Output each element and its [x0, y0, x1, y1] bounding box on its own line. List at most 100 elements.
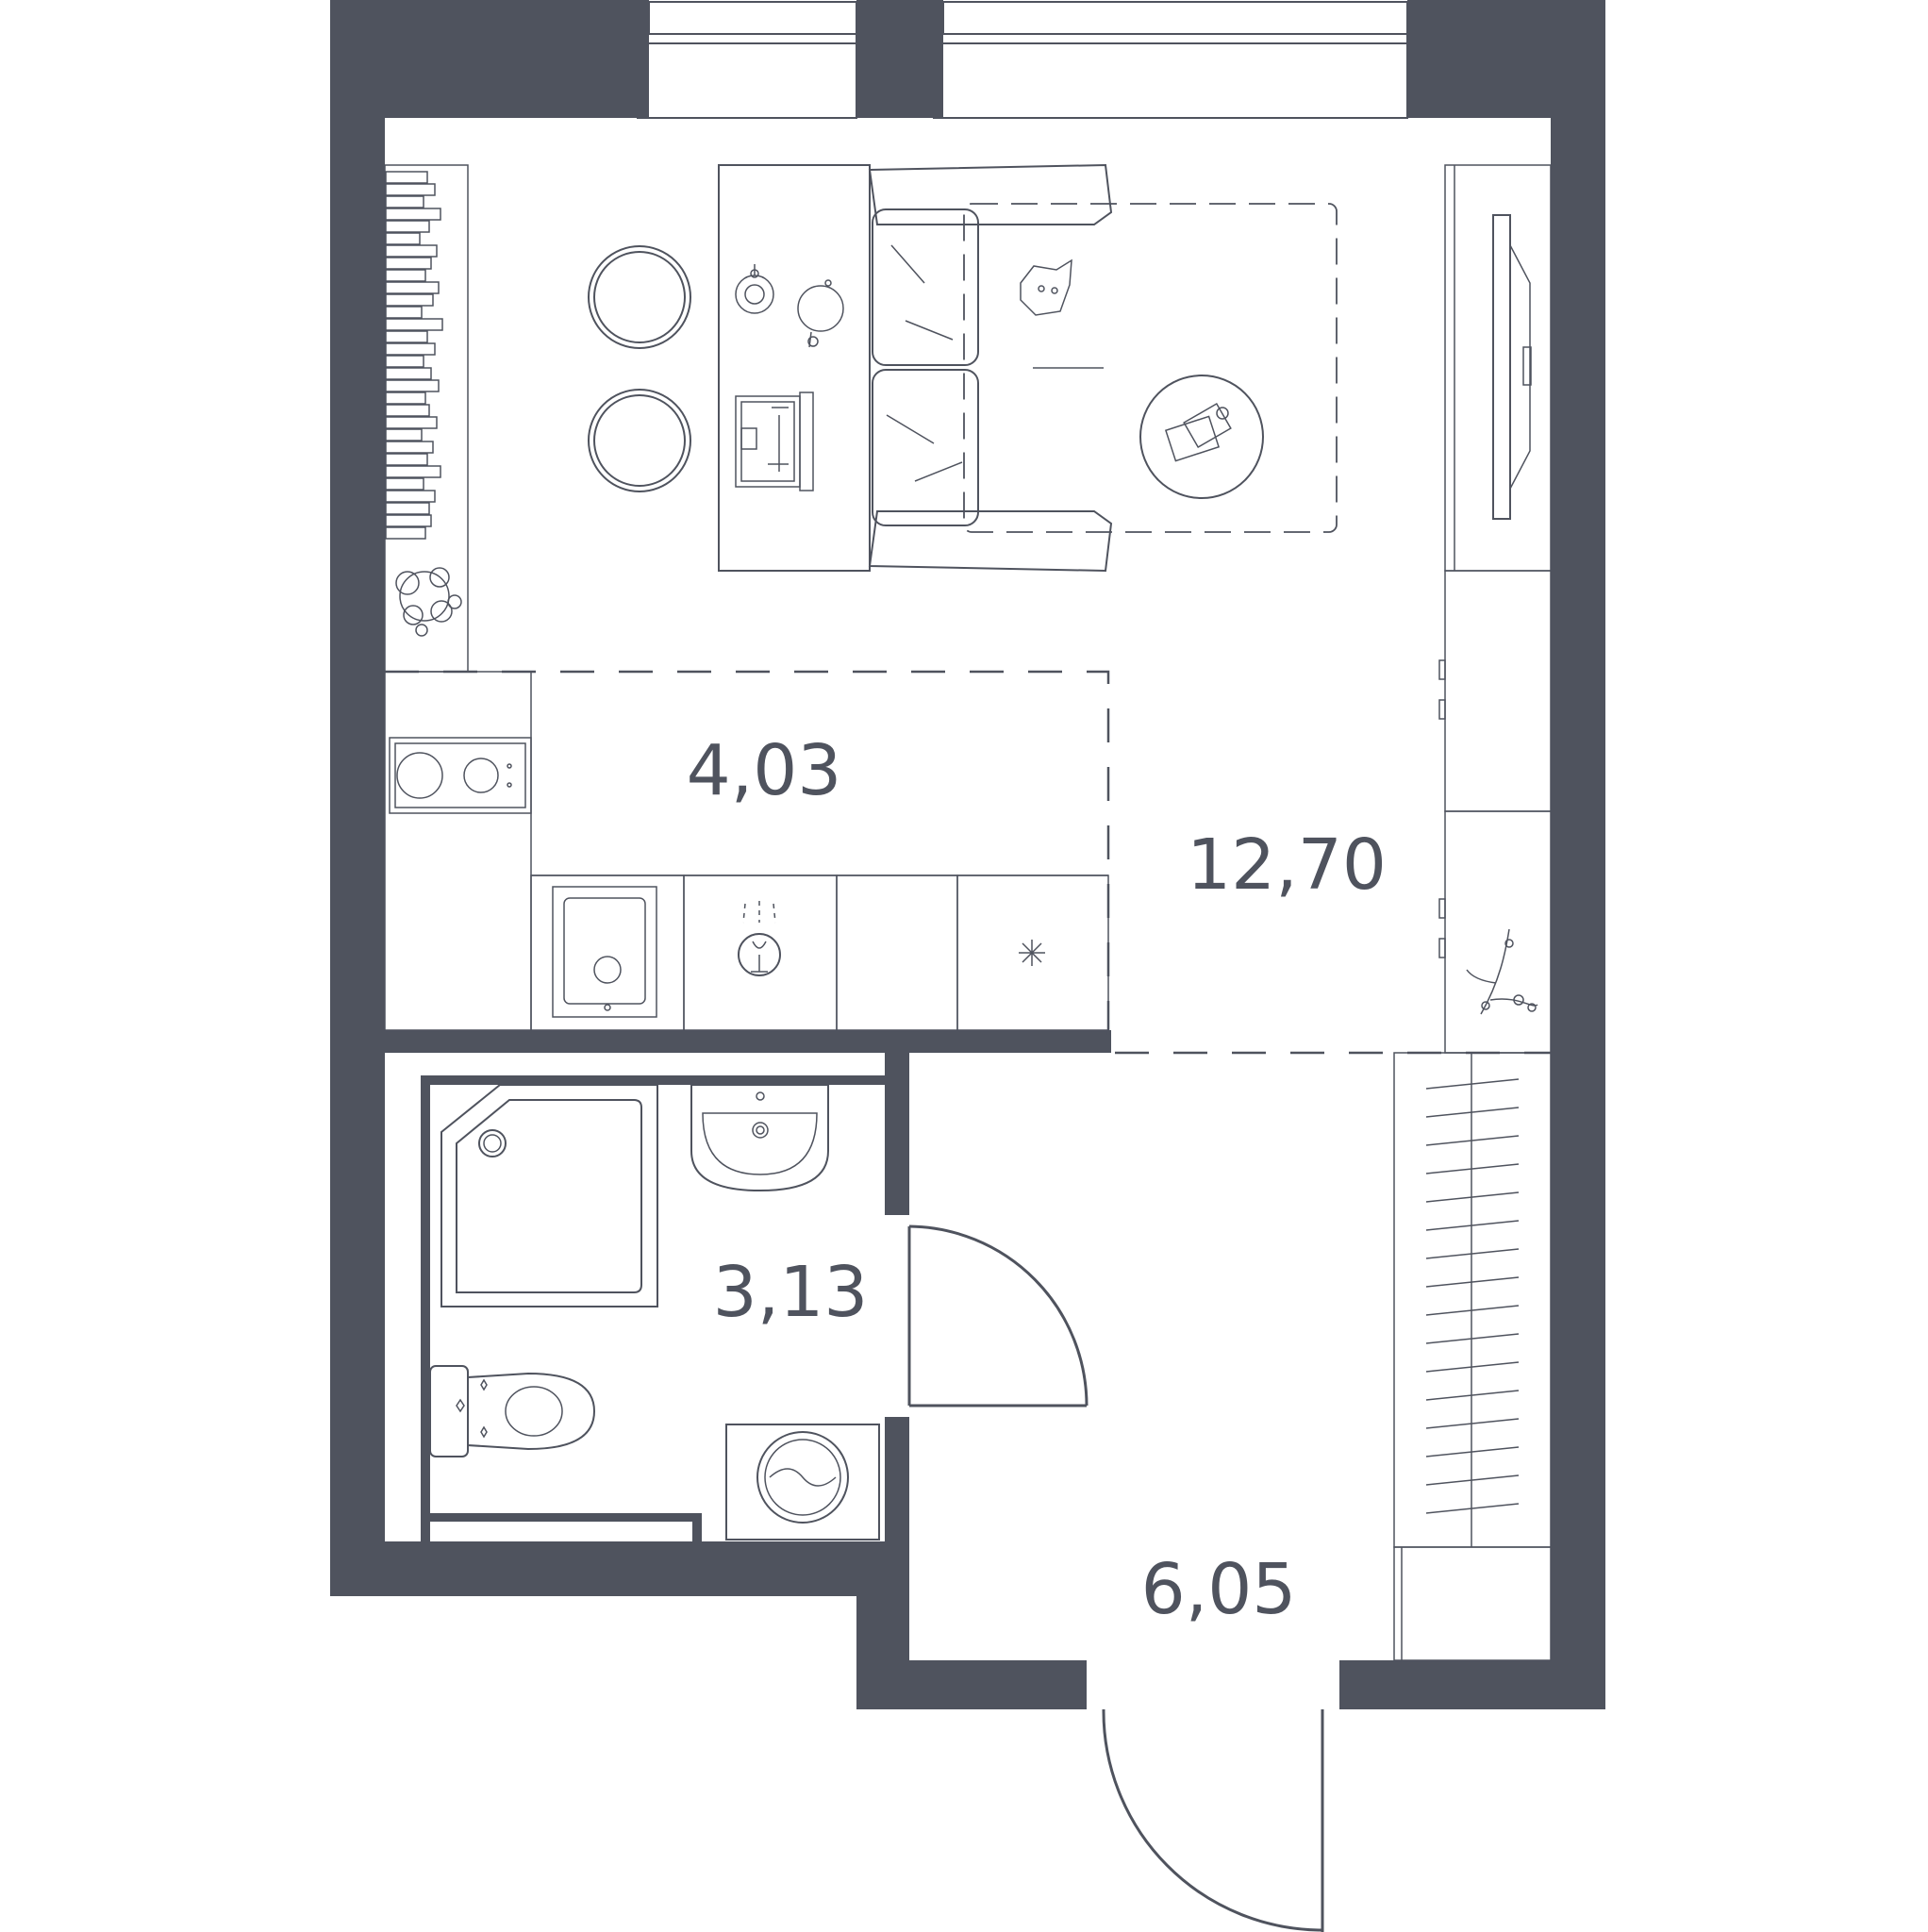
hanger [1425, 1446, 1520, 1457]
wall-bath-right-lower [885, 1417, 909, 1541]
zone-borders [385, 670, 1551, 1055]
branch-decor-icon [1466, 928, 1538, 1015]
book [385, 232, 421, 245]
book [385, 477, 424, 491]
hanger [1425, 1248, 1520, 1259]
area-labels: 4,03 12,70 3,13 6,05 [687, 730, 1387, 1630]
tv-icon [1492, 214, 1511, 520]
teapot-icon [797, 279, 844, 348]
right-cabinets [1438, 570, 1552, 1054]
book [385, 257, 432, 270]
coffee-table [1139, 375, 1264, 499]
wall-bath-right-upper [885, 1053, 909, 1215]
cooktop [389, 737, 532, 814]
hanger [1425, 1276, 1520, 1288]
stool-bottom [588, 389, 691, 492]
sofa [868, 163, 1113, 573]
stool-top [588, 245, 691, 349]
wall-bath-inner-bottom [430, 1513, 702, 1522]
hanger [1425, 1474, 1520, 1486]
wall-bath-inner-left [421, 1075, 430, 1541]
washing-machine [725, 1424, 880, 1541]
hanger [1425, 1107, 1520, 1118]
hanger [1425, 1078, 1520, 1090]
glass-icon [738, 901, 781, 976]
book [385, 428, 423, 441]
book [385, 171, 428, 184]
book [385, 318, 443, 331]
dining-area [588, 164, 871, 572]
wall-kitchen-bath [385, 1030, 1111, 1053]
wall-bottom-left [330, 1541, 909, 1596]
spark-icon [1019, 940, 1045, 966]
book [385, 453, 428, 466]
book [385, 526, 426, 540]
wall-left [330, 0, 385, 1596]
book [385, 281, 440, 294]
cup-icon [735, 264, 774, 314]
washbasin [690, 1084, 829, 1192]
rug [963, 203, 1338, 533]
sink [552, 886, 657, 1018]
book [385, 306, 423, 319]
tv-console [1444, 164, 1552, 572]
book [385, 355, 424, 368]
book [385, 367, 432, 380]
wall-bottom-hall-left [856, 1660, 1087, 1709]
book [385, 391, 426, 405]
hanger [1425, 1220, 1520, 1231]
wall-bottom-hall-right [1339, 1660, 1605, 1709]
area-label-hallway: 6,05 [1141, 1549, 1297, 1630]
burner-small [463, 758, 499, 793]
book [385, 244, 438, 258]
bathroom-door[interactable] [907, 1224, 1089, 1407]
windows [330, 1, 1605, 1208]
hanger [1425, 1305, 1520, 1316]
book [385, 490, 436, 503]
wall-top-pillar [856, 0, 943, 118]
shower-tray [440, 1084, 658, 1307]
wall-bath-inner-top [421, 1075, 885, 1085]
area-label-living: 12,70 [1187, 824, 1387, 906]
laptop-icon [735, 391, 814, 491]
book [385, 404, 430, 417]
book [385, 195, 424, 208]
book [385, 220, 430, 233]
hanger [1425, 1163, 1520, 1174]
hanger [1425, 1135, 1520, 1146]
book [385, 293, 434, 307]
kitchen [384, 671, 1109, 1031]
shower-drain [478, 1129, 507, 1158]
plant-icon [395, 567, 462, 637]
hanger [1425, 1390, 1520, 1401]
wardrobe [1393, 1052, 1552, 1661]
entrance-door[interactable] [1102, 1708, 1324, 1932]
book [385, 208, 441, 221]
hanger [1425, 1361, 1520, 1373]
hanger [1425, 1418, 1520, 1429]
bathroom [429, 1084, 880, 1541]
bookshelf [384, 164, 469, 673]
walls [330, 0, 1605, 1709]
book [385, 514, 432, 527]
hanger [1425, 1333, 1520, 1344]
book [385, 441, 434, 454]
book [385, 183, 436, 196]
book [385, 379, 440, 392]
book [385, 465, 441, 478]
book [385, 416, 438, 429]
book [385, 269, 426, 282]
book [385, 502, 430, 515]
book [385, 342, 436, 356]
desk [718, 164, 871, 572]
toilet [429, 1365, 596, 1457]
area-label-kitchen: 4,03 [687, 730, 842, 811]
book [385, 330, 428, 343]
wall-right [1551, 0, 1605, 1709]
cat-toy-icon [1020, 258, 1072, 316]
hanger [1425, 1503, 1520, 1514]
area-label-bathroom: 3,13 [713, 1252, 869, 1333]
wall-bath-inner-bottom-post [692, 1513, 702, 1541]
hanger [1425, 1191, 1520, 1203]
